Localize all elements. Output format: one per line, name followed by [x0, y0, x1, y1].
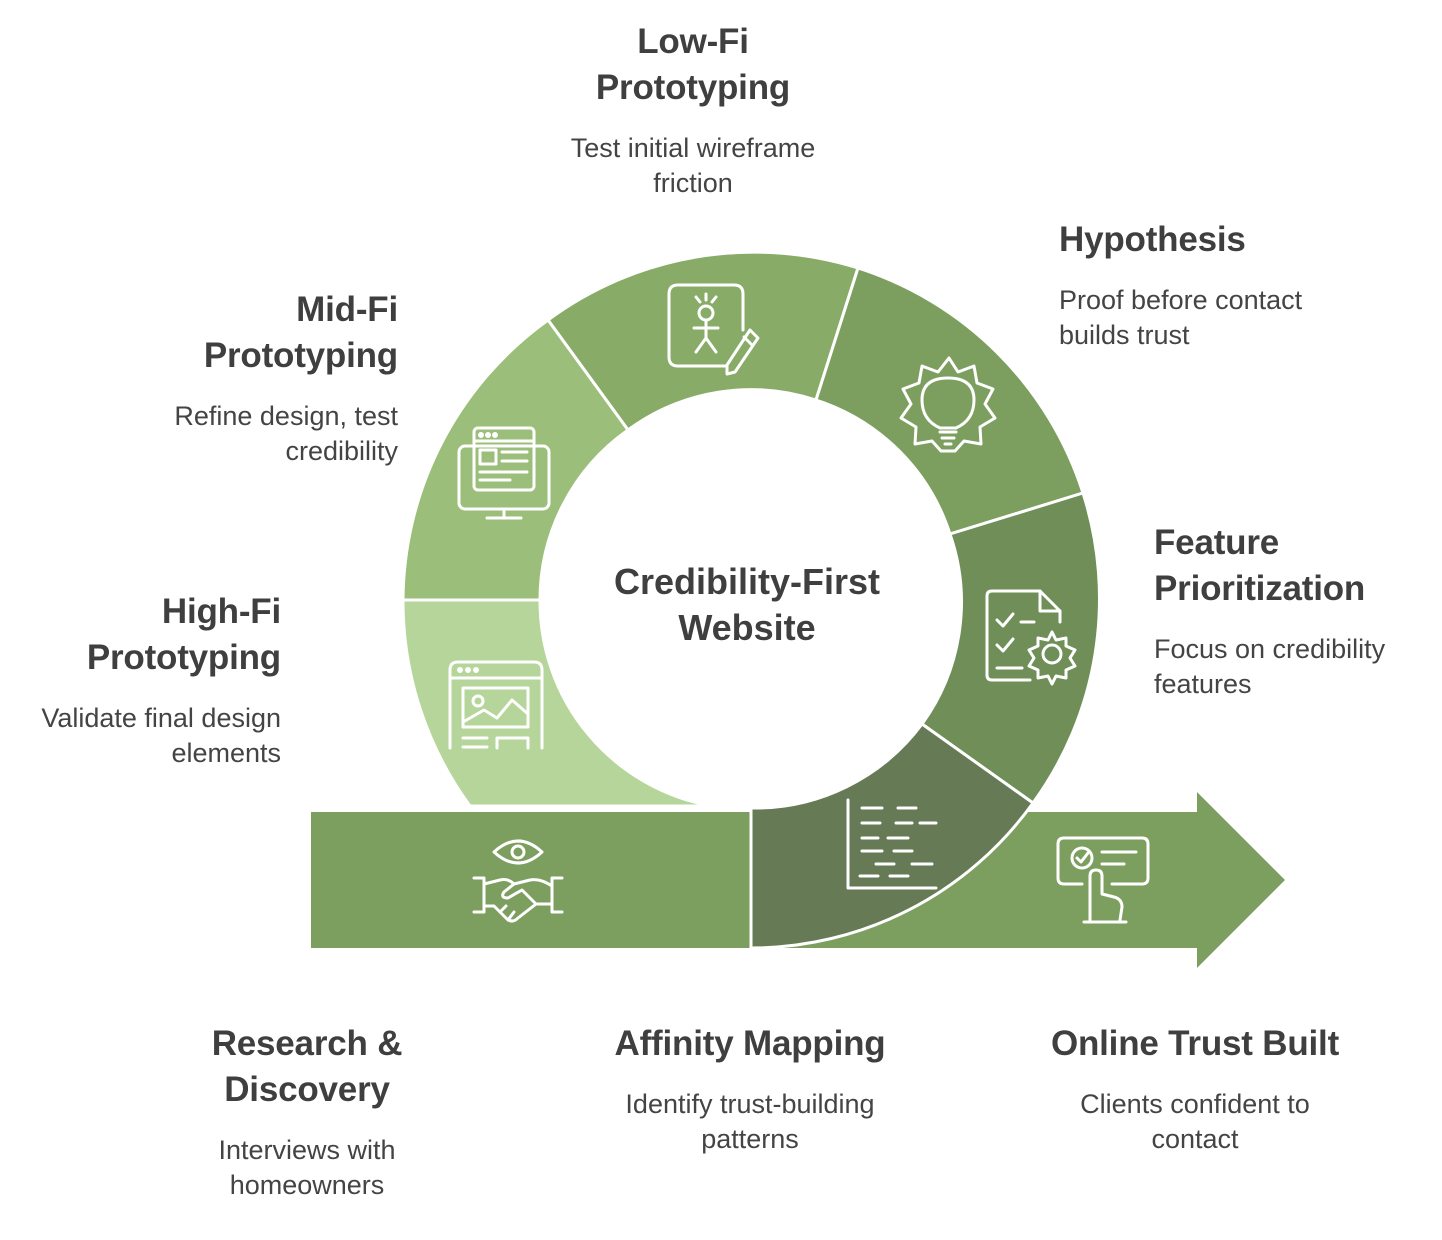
- center-title-line2: Website: [678, 607, 816, 648]
- label-trust-desc2: contact: [1151, 1124, 1239, 1154]
- label-affinity-desc1: Identify trust-building: [625, 1089, 875, 1119]
- label-research-desc: Interviews with homeowners: [157, 1133, 457, 1203]
- monitor-layout-icon: [457, 426, 551, 520]
- label-feature-title1: Feature: [1154, 523, 1280, 562]
- label-affinity-desc2: patterns: [701, 1124, 799, 1154]
- browser-image-icon: [448, 660, 544, 750]
- label-research-title1: Research &: [211, 1024, 403, 1063]
- label-feature-desc2: features: [1154, 669, 1252, 699]
- label-high-fi-desc: Validate final design elements: [0, 701, 281, 771]
- sketch-pencil-icon: [667, 283, 760, 376]
- verified-card-hand-icon: [1056, 836, 1150, 924]
- center-title: Credibility-First Website: [566, 559, 928, 651]
- label-research-discovery: Research & Discovery Interviews with hom…: [157, 1021, 457, 1203]
- label-feature-desc: Focus on credibility features: [1154, 632, 1434, 702]
- label-trust-desc1: Clients confident to: [1080, 1089, 1310, 1119]
- label-affinity-desc: Identify trust-building patterns: [570, 1087, 930, 1157]
- label-low-fi-desc2: friction: [653, 168, 733, 198]
- label-trust-desc: Clients confident to contact: [1010, 1087, 1380, 1157]
- label-affinity-mapping: Affinity Mapping Identify trust-building…: [570, 1021, 930, 1157]
- label-mid-fi-title2: Prototyping: [203, 336, 398, 375]
- label-mid-fi-desc: Refine design, test credibility: [60, 399, 398, 469]
- label-hypothesis-desc2: builds trust: [1059, 320, 1190, 350]
- label-low-fi-desc1: Test initial wireframe: [570, 133, 816, 163]
- label-affinity-title1: Affinity Mapping: [614, 1024, 886, 1063]
- checklist-gear-icon: [985, 589, 1077, 686]
- label-mid-fi-desc1: Refine design, test: [174, 401, 398, 431]
- label-high-fi: High-Fi Prototyping Validate final desig…: [0, 589, 281, 771]
- label-feature-desc1: Focus on credibility: [1154, 634, 1386, 664]
- label-low-fi: Low-Fi Prototyping Test initial wirefram…: [493, 19, 893, 201]
- label-low-fi-title1: Low-Fi: [637, 22, 749, 61]
- label-hypothesis-title1: Hypothesis: [1059, 220, 1246, 259]
- center-title-line1: Credibility-First: [613, 561, 881, 602]
- label-research-desc1: Interviews with: [218, 1135, 396, 1165]
- ring-segment-high-fi: [401, 598, 713, 808]
- label-high-fi-title1: High-Fi: [161, 592, 281, 631]
- label-mid-fi-title1: Mid-Fi: [296, 290, 398, 329]
- label-high-fi-desc1: Validate final design: [41, 703, 281, 733]
- label-trust-title1: Online Trust Built: [1050, 1024, 1340, 1063]
- label-research-desc2: homeowners: [229, 1170, 385, 1200]
- label-high-fi-title2: Prototyping: [86, 638, 281, 677]
- label-hypothesis: Hypothesis Proof before contact builds t…: [1059, 217, 1419, 353]
- label-mid-fi-desc2: credibility: [285, 436, 398, 466]
- label-hypothesis-desc1: Proof before contact: [1059, 285, 1303, 315]
- label-online-trust-built: Online Trust Built Clients confident to …: [1010, 1021, 1380, 1157]
- eye-handshake-icon: [472, 839, 564, 923]
- ring-segment-affinity: [749, 721, 1036, 950]
- label-low-fi-title2: Prototyping: [595, 68, 791, 107]
- lightbulb-gear-icon: [899, 356, 997, 453]
- label-mid-fi: Mid-Fi Prototyping Refine design, test c…: [60, 287, 398, 469]
- ring-segment-hypothesis: [814, 266, 1085, 536]
- label-feature-prioritization: Feature Prioritization Focus on credibil…: [1154, 520, 1434, 702]
- label-feature-title2: Prioritization: [1154, 569, 1366, 608]
- label-hypothesis-desc: Proof before contact builds trust: [1059, 283, 1419, 353]
- label-research-title2: Discovery: [224, 1070, 390, 1109]
- label-low-fi-desc: Test initial wireframe friction: [493, 131, 893, 201]
- label-high-fi-desc2: elements: [171, 738, 281, 768]
- sticky-notes-icon: [846, 798, 938, 890]
